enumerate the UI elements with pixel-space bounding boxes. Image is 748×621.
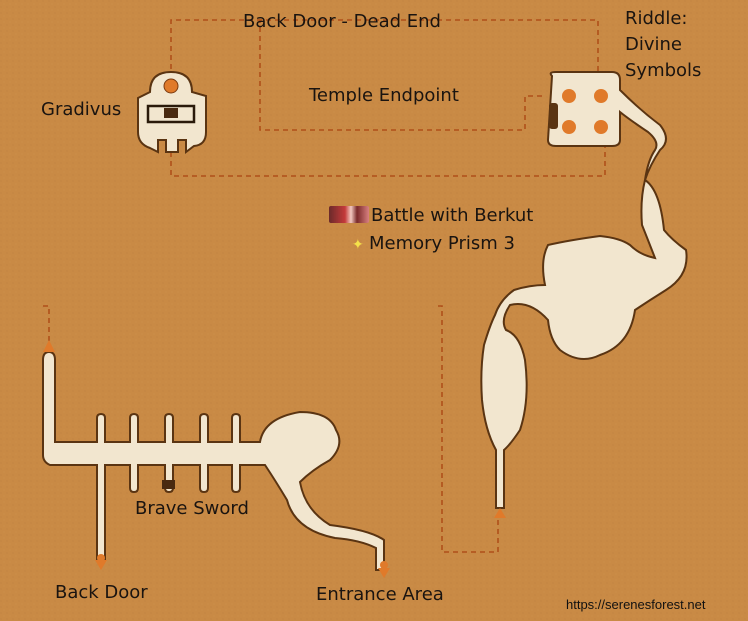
back-door-label: Back Door <box>55 582 148 603</box>
back-door-dead-end-label: Back Door - Dead End <box>243 11 441 32</box>
divine-symbol-icon <box>594 89 608 103</box>
memory-prism-3-text: Memory Prism 3 <box>369 233 515 254</box>
exit-arrow-icon <box>95 560 107 570</box>
sparkle-icon: ✦ <box>352 237 364 253</box>
temple-endpoint-label: Temple Endpoint <box>309 85 459 106</box>
memory-prism-label: ✦ Memory Prism 3 <box>352 233 515 255</box>
temple-room <box>480 71 688 518</box>
route-top-loop <box>170 19 599 78</box>
battle-with-berkut-text: Battle with Berkut <box>371 205 534 226</box>
exit-arrow-icon <box>378 568 390 578</box>
exit-arrow-icon <box>43 340 55 352</box>
gradivus-chamber <box>137 70 207 154</box>
divine-symbol-icon <box>562 120 576 134</box>
divine-symbol-icon <box>562 89 576 103</box>
divine-symbol-icon <box>594 120 608 134</box>
enemy-portrait-icon <box>329 206 369 223</box>
comb-area <box>42 340 390 578</box>
entrance-area-label: Entrance Area <box>316 584 444 605</box>
gradivus-label: Gradivus <box>41 99 122 120</box>
battle-label: Battle with Berkut <box>329 205 533 227</box>
treasure-chest-icon <box>164 108 178 118</box>
watermark: https://serenesforest.net <box>566 597 706 612</box>
riddle-label: Riddle: Divine Symbols <box>625 6 701 84</box>
route-right <box>435 305 499 553</box>
treasure-chest-icon <box>162 480 175 489</box>
route-left <box>43 305 50 350</box>
gradivus-marker <box>163 78 179 94</box>
route-temple-inner <box>259 20 542 131</box>
riddle-line-2: Divine <box>625 34 682 55</box>
riddle-line-3: Symbols <box>625 60 702 81</box>
riddle-line-1: Riddle: <box>625 8 688 29</box>
brave-sword-label: Brave Sword <box>135 498 249 519</box>
door-icon <box>549 103 558 129</box>
exit-arrow-icon <box>494 508 506 518</box>
